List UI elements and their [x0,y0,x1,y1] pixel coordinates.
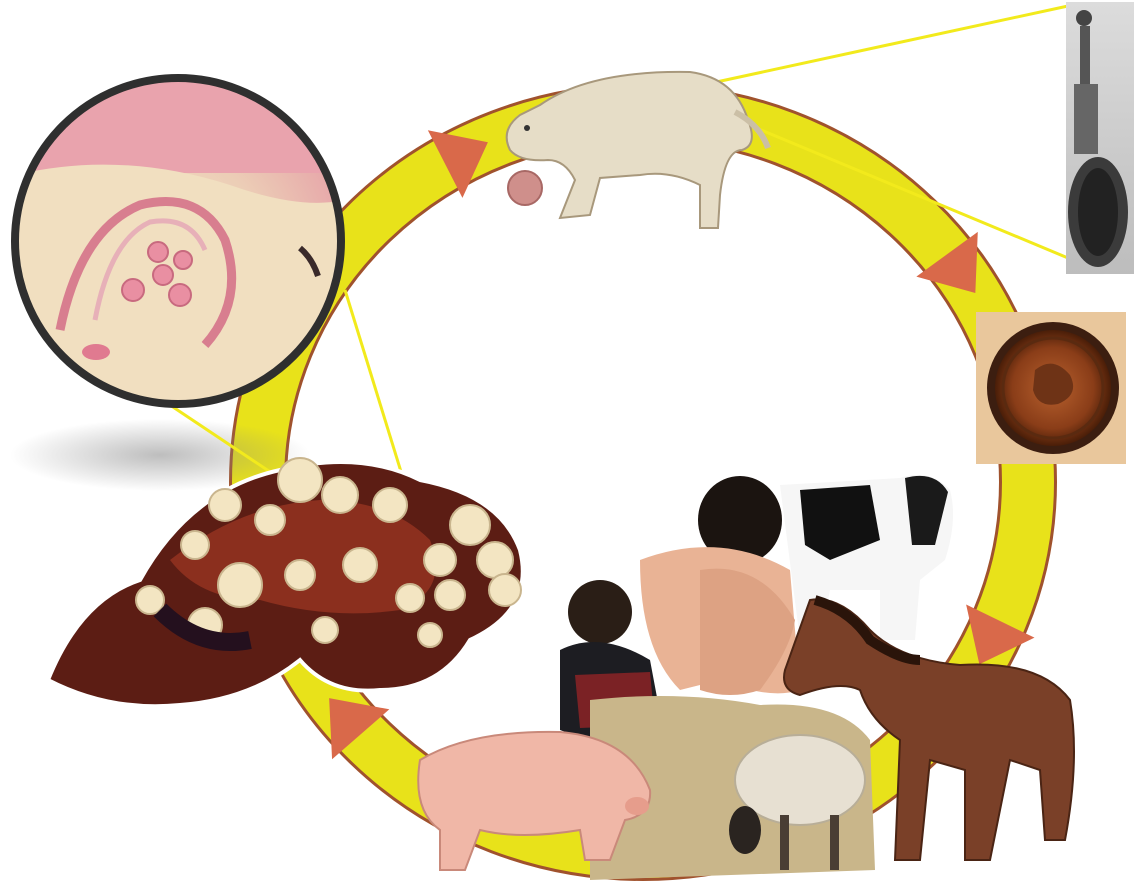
egg-micrograph [976,312,1126,464]
woman-figure [640,476,800,695]
histology-magnifier [15,78,345,404]
people-and-livestock-photo [418,475,1074,880]
cyst-organ-photo [48,458,523,706]
tapeworm-photo [1066,2,1134,274]
